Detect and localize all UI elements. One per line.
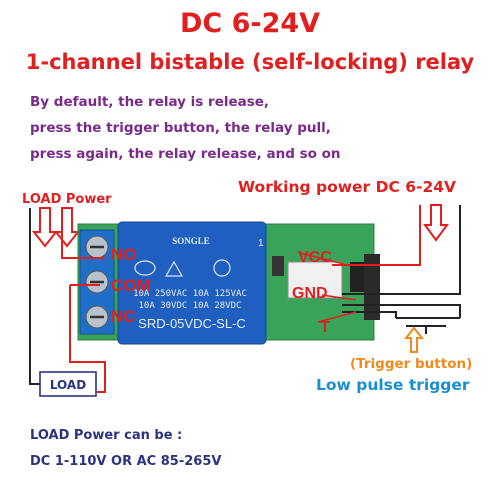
- certification-marks: [134, 259, 231, 277]
- load-power-label: LOAD Power: [22, 192, 112, 207]
- load-power-arrow-right: [53, 207, 81, 248]
- relay-model: SRD-05VDC-SL-C: [138, 316, 246, 331]
- low-pulse-trigger-label: Low pulse trigger: [316, 376, 470, 394]
- vcc-label: VCC: [298, 249, 332, 266]
- relay-body: [117, 221, 267, 345]
- transistor-component: [350, 262, 368, 292]
- relay-spec-line-2: 10A 30VDC 10A 28VDC: [139, 301, 242, 311]
- trigger-button-label: (Trigger button): [350, 356, 472, 372]
- gnd-wire: [342, 205, 461, 295]
- load-power-note-line-1: LOAD Power can be :: [30, 428, 183, 443]
- load-wires: [61, 208, 106, 393]
- relay-spec-line-1: 10A 250VAC 10A 125VAC: [133, 289, 247, 299]
- load-black-wire: [29, 208, 40, 385]
- description-line-3: press again, the relay release, and so o…: [30, 146, 341, 162]
- gnd-label: GND: [292, 285, 328, 302]
- chip-component: [287, 261, 343, 299]
- relay-pin-number: 1: [258, 238, 264, 249]
- description-line-1: By default, the relay is release,: [30, 94, 270, 110]
- terminal-screws: [85, 235, 109, 329]
- load-box: [39, 371, 97, 397]
- working-power-label: Working power DC 6-24V: [238, 178, 456, 196]
- pin-header: [364, 254, 380, 320]
- product-title: 1-channel bistable (self-locking) relay: [25, 50, 475, 74]
- load-power-arrow-left: [31, 207, 59, 248]
- t-label: T: [320, 319, 330, 336]
- working-power-arrow: [423, 204, 449, 242]
- trigger-arrow: [403, 326, 425, 353]
- trigger-button-symbol: [396, 317, 460, 334]
- relay-brand: SONGLE: [172, 236, 210, 246]
- resistor-component: [272, 256, 284, 276]
- load-power-note-line-2: DC 1-110V OR AC 85-265V: [30, 454, 222, 469]
- trigger-wire: [342, 304, 461, 318]
- leader-lines: [299, 252, 357, 323]
- no-label: NO: [111, 245, 137, 264]
- com-label: COM: [111, 276, 151, 295]
- load-label: LOAD: [50, 378, 86, 392]
- vcc-wire: [332, 205, 421, 266]
- description-line-2: press the trigger button, the relay pull…: [30, 120, 331, 136]
- voltage-title: DC 6-24V: [179, 8, 321, 39]
- nc-label: NC: [111, 307, 136, 326]
